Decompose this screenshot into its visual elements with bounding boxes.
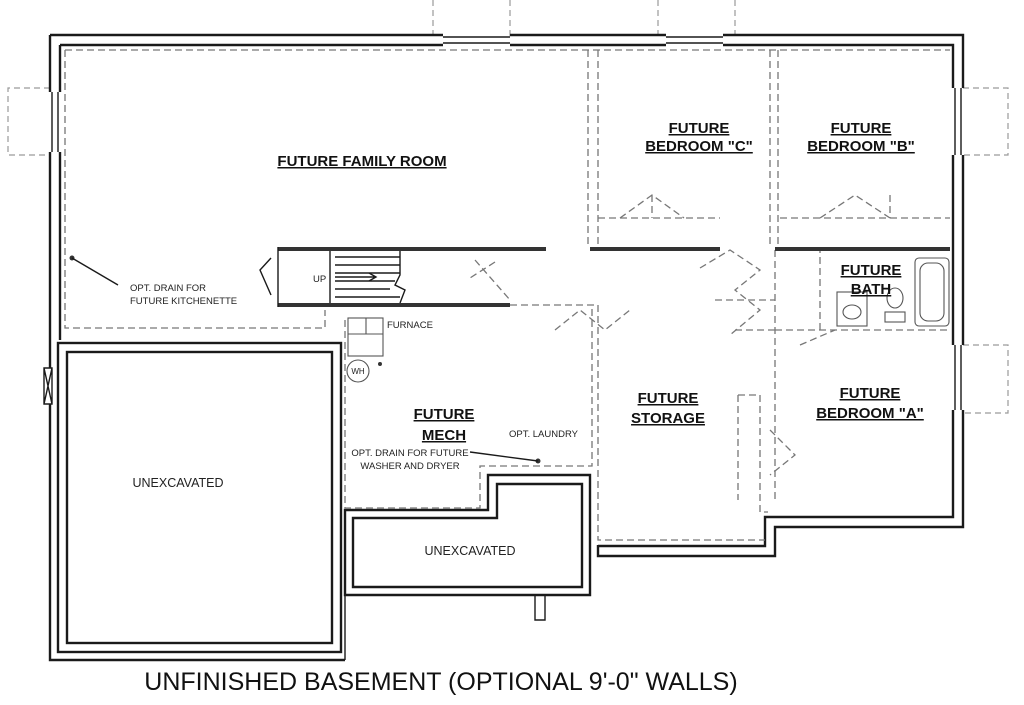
bedroom-c-label-line1: FUTURE <box>669 120 730 137</box>
foundation-walls <box>48 33 965 662</box>
bath-fixtures <box>836 257 950 327</box>
washer-dryer-note-line2: WASHER AND DRYER <box>360 461 459 472</box>
bedroom-b-label-line2: BEDROOM "B" <box>807 138 915 155</box>
kitchenette-note-line1: OPT. DRAIN FOR <box>130 283 206 294</box>
mechanical-equipment <box>346 317 384 383</box>
unexcavated-large-label: UNEXCAVATED <box>133 476 224 490</box>
bearing-walls <box>259 247 950 307</box>
drain-markers <box>69 255 541 464</box>
bedroom-a-label-line1: FUTURE <box>840 385 901 402</box>
stairs <box>329 251 406 304</box>
window-wells <box>7 0 1009 414</box>
family-room-label: FUTURE FAMILY ROOM <box>277 153 446 170</box>
kitchenette-note-line2: FUTURE KITCHENETTE <box>130 296 237 307</box>
washer-dryer-note-line1: OPT. DRAIN FOR FUTURE <box>351 448 468 459</box>
stairs-up-label: UP <box>313 274 326 285</box>
storage-label-line2: STORAGE <box>631 410 705 427</box>
mech-label-line1: FUTURE <box>414 406 475 423</box>
mech-label-line2: MECH <box>422 427 466 444</box>
bath-label-line2: BATH <box>851 281 892 298</box>
furnace-label: FURNACE <box>387 320 433 331</box>
plan-title: UNFINISHED BASEMENT (OPTIONAL 9'-0" WALL… <box>144 668 737 696</box>
laundry-note: OPT. LAUNDRY <box>509 429 579 440</box>
bedroom-b-label-line1: FUTURE <box>831 120 892 137</box>
water-heater-label: WH <box>351 367 365 376</box>
unexcavated-large-area <box>43 341 343 654</box>
bedroom-a-label-line2: BEDROOM "A" <box>816 405 924 422</box>
storage-label-line1: FUTURE <box>638 390 699 407</box>
unexcavated-small-area <box>343 473 592 660</box>
bedroom-c-label-line2: BEDROOM "C" <box>645 138 753 155</box>
future-partitions <box>64 49 950 541</box>
bath-label-line1: FUTURE <box>841 262 902 279</box>
unexcavated-small-label: UNEXCAVATED <box>425 544 516 558</box>
